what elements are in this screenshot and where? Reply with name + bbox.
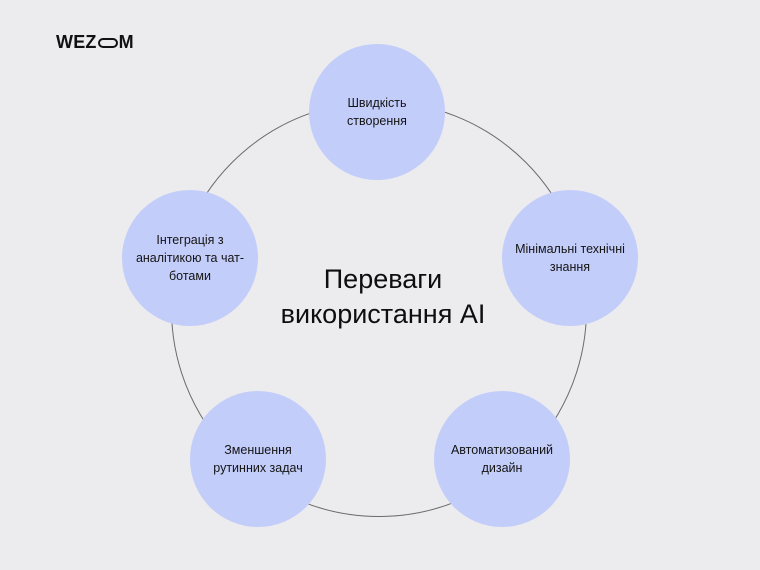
node-label: Автоматизований дизайн [450,443,554,475]
node-analytics-chatbot-integration: Інтеграція з аналітикою та чат-ботами [122,190,258,326]
diagram-title: Переваги використання AI [230,262,536,332]
logo-o-stadium-icon [97,37,118,48]
node-reduce-routine-tasks: Зменшення рутинних задач [190,391,326,527]
title-line-2: використання AI [280,299,486,329]
node-label: Швидкість створення [347,96,407,128]
node-label: Зменшення рутинних задач [213,443,303,475]
node-minimal-tech-knowledge: Мінімальні технічні знання [502,190,638,326]
node-label: Мінімальні технічні знання [515,242,625,274]
wezom-logo: WEZ M [56,32,134,52]
logo-text-right: M [118,32,134,52]
node-fast-creation: Швидкість створення [309,44,445,180]
node-automated-design: Автоматизований дизайн [434,391,570,527]
node-label: Інтеграція з аналітикою та чат-ботами [135,233,245,283]
logo-text-left: WEZ [56,32,97,52]
title-line-1: Переваги [323,264,443,294]
